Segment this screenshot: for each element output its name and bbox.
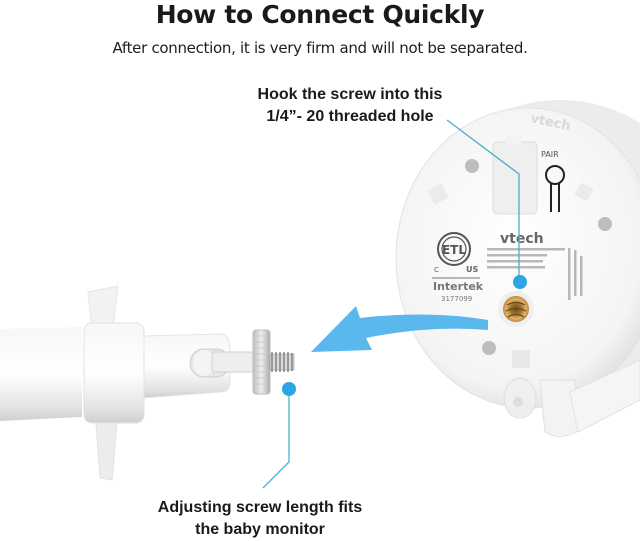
svg-text:C: C	[434, 266, 439, 274]
svg-text:ETL: ETL	[442, 243, 466, 257]
callout-screw-length: Adjusting screw length fits the baby mon…	[130, 497, 390, 541]
callout-top-line1: Hook the screw into this	[257, 86, 443, 103]
svg-text:3177099: 3177099	[441, 295, 472, 303]
threaded-screw	[269, 352, 295, 372]
baby-monitor-camera: vtech PAIR ETL C US Intertek 3177099	[395, 100, 640, 437]
pair-button-icon	[545, 165, 565, 212]
callout-bottom-line2: the baby monitor	[195, 521, 325, 538]
label-fine-print	[487, 248, 583, 300]
svg-text:US: US	[466, 265, 478, 274]
callout-top-line2: 1/4”- 20 threaded hole	[266, 108, 434, 125]
etl-cert-mark: ETL C US Intertek 3177099	[432, 232, 484, 303]
page-title: How to Connect Quickly	[155, 0, 485, 29]
mount-arm	[0, 285, 295, 481]
leader-line-bottom	[262, 382, 296, 489]
svg-text:Intertek: Intertek	[433, 280, 484, 293]
camera-stand	[503, 359, 640, 437]
leader-line-top	[446, 119, 527, 289]
brand-label: vtech	[500, 231, 544, 247]
page-subtitle: After connection, it is very firm and wi…	[112, 39, 528, 57]
pair-label: PAIR	[541, 150, 559, 159]
direction-arrow	[311, 306, 488, 352]
callout-threaded-hole: Hook the screw into this 1/4”- 20 thread…	[220, 84, 480, 128]
callout-bottom-line1: Adjusting screw length fits	[157, 499, 363, 516]
